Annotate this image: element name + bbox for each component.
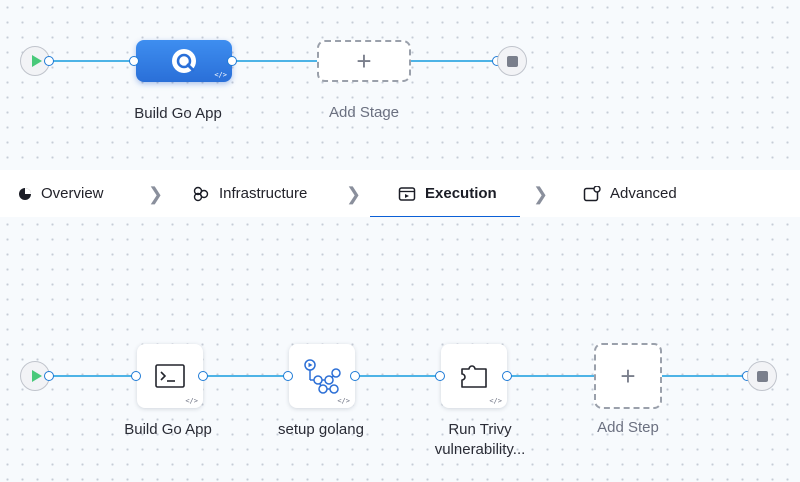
code-icon: </>	[337, 397, 350, 405]
port[interactable]	[502, 371, 512, 381]
connector-line	[410, 60, 498, 62]
port[interactable]	[131, 371, 141, 381]
step-build-go-app[interactable]: </>	[137, 344, 203, 408]
add-step-label: Add Step	[597, 419, 659, 436]
connector-line	[662, 375, 748, 377]
connector-line	[204, 375, 288, 377]
plus-icon: +	[356, 46, 372, 76]
port[interactable]	[435, 371, 445, 381]
advanced-icon	[583, 185, 601, 201]
tab-label: Infrastructure	[219, 185, 308, 202]
step-label-line: vulnerability...	[434, 441, 526, 458]
connector-line	[356, 375, 442, 377]
plus-icon: +	[620, 361, 636, 391]
connector-line	[234, 60, 318, 62]
port[interactable]	[283, 371, 293, 381]
step-run-trivy[interactable]: </>	[441, 344, 507, 408]
infrastructure-icon	[193, 186, 209, 201]
chevron-right-icon: ❯	[346, 184, 362, 204]
play-icon	[31, 55, 42, 67]
add-stage-label: Add Stage	[328, 104, 400, 121]
stop-icon	[756, 370, 768, 382]
tab-execution[interactable]: Execution	[398, 170, 497, 217]
chevron-right-icon: ❯	[148, 184, 164, 204]
port[interactable]	[44, 371, 54, 381]
tab-infrastructure[interactable]: Infrastructure	[192, 170, 307, 217]
connector-line	[50, 60, 138, 62]
code-icon: </>	[489, 397, 502, 405]
connector-line	[508, 375, 596, 377]
port[interactable]	[227, 56, 237, 66]
step-label: Run Trivy vulnerability...	[414, 420, 546, 460]
pipeline-end-node	[497, 46, 527, 76]
tab-label: Execution	[425, 185, 497, 202]
tab-overview[interactable]: Overview	[18, 170, 104, 217]
step-setup-golang[interactable]: </>	[289, 344, 355, 408]
code-icon: </>	[185, 397, 198, 405]
pipeline-canvas[interactable]: </> Build Go App + Add Stage	[0, 0, 800, 170]
terminal-icon	[155, 364, 185, 388]
step-label: setup golang	[278, 421, 364, 438]
tab-label: Overview	[41, 185, 104, 202]
tab-label: Advanced	[610, 185, 677, 202]
connector-line	[50, 375, 136, 377]
stage-label: Build Go App	[134, 105, 222, 122]
port[interactable]	[350, 371, 360, 381]
execution-canvas[interactable]: </> Build Go App </> setup	[0, 217, 800, 482]
github-actions-icon	[304, 359, 341, 394]
play-icon	[31, 370, 42, 382]
add-step-button[interactable]: +	[594, 343, 662, 409]
execution-icon	[398, 186, 416, 201]
ci-stage-icon	[172, 49, 196, 73]
chevron-right-icon: ❯	[533, 184, 549, 204]
port[interactable]	[198, 371, 208, 381]
step-label: Build Go App	[124, 421, 212, 438]
add-stage-button[interactable]: +	[317, 40, 411, 82]
stage-build-go-app[interactable]: </>	[136, 40, 232, 82]
code-icon: </>	[214, 71, 227, 79]
step-label-line: Run Trivy	[448, 421, 512, 438]
port[interactable]	[129, 56, 139, 66]
execution-end-node	[747, 361, 777, 391]
port[interactable]	[44, 56, 54, 66]
tab-advanced[interactable]: Advanced	[583, 170, 677, 217]
stop-icon	[506, 55, 518, 67]
overview-icon	[19, 187, 31, 200]
plugin-icon	[461, 365, 487, 388]
stage-tabs: Overview ❯ Infrastructure ❯ Execution ❯ …	[0, 170, 800, 218]
